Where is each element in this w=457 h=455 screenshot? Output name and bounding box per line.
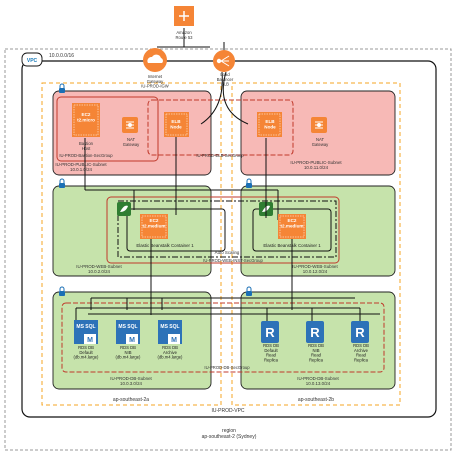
nat-gateway-icon [311,117,327,133]
region-boundary [4,48,452,451]
db-secgroup [61,302,385,373]
rds-replica-default: R [261,321,279,343]
web-secgroup [106,196,340,264]
r-glyph: R [355,325,365,340]
ec2-web-left [140,214,168,239]
r-glyph: R [310,325,320,340]
lock-icon [246,286,252,296]
vpc-badge: VPC [21,52,43,67]
web-secgroup-label: IU-PROD-WEB-INST-SecGroup [203,258,263,263]
az-left-label: ap-southeast-2a [113,397,149,403]
rds-mssql-archive-badge: MS SQL [160,324,179,330]
rds-mssql-nib: M [116,320,140,344]
m-glyph: M [87,337,93,344]
m-glyph: M [129,337,135,344]
nat-gateway-icon [122,117,138,133]
auto-scaling-label: Auto Scaling [215,250,240,255]
rds-replica-nib: R [306,321,324,343]
vpc-name: IU-PROD-VPC [211,408,244,414]
bastion-secgroup [56,96,159,162]
elb-secgroup-label: IU-PROD-ELB-SecGroup [196,153,244,158]
r-glyph: R [265,325,275,340]
elb-node-right [257,112,282,137]
vpc-cidr: 10.0.0.0/16 [49,53,74,59]
load-balancer-icon [213,50,235,72]
lock-icon [246,178,252,188]
connection-lines [75,28,380,322]
rds-replica-archive: R [351,321,369,343]
lock-icon [59,286,65,296]
az-right [231,82,401,406]
elb-node-left [164,112,189,137]
bastion-secgroup-label: IU-PROD-Bastion-SecGroup [59,153,113,158]
eb-container-left-label: Elastic Beanstalk Container 1 [136,243,194,248]
elastic-beanstalk-icon [117,202,131,216]
lock-icon [59,83,65,93]
db-secgroup-label: IU-PROD-DB-SecGroup [204,365,250,370]
rds-mssql-archive: M [158,320,182,344]
ec2-bastion [72,103,100,137]
auto-scaling-group [117,200,337,258]
rds-mssql-default-badge: MS SQL [76,324,95,330]
m-glyph: M [171,337,177,344]
lock-icon [59,178,65,188]
rds-mssql-nib-badge: MS SQL [118,324,137,330]
az-right-label: ap-southeast-2b [298,397,334,403]
internet-gateway-icon [143,48,167,72]
route53-icon [174,6,194,26]
ec2-web-right [278,214,306,239]
az-left [41,82,222,406]
rds-mssql-default: M [74,320,98,344]
vpc-badge-text: VPC [27,58,38,64]
